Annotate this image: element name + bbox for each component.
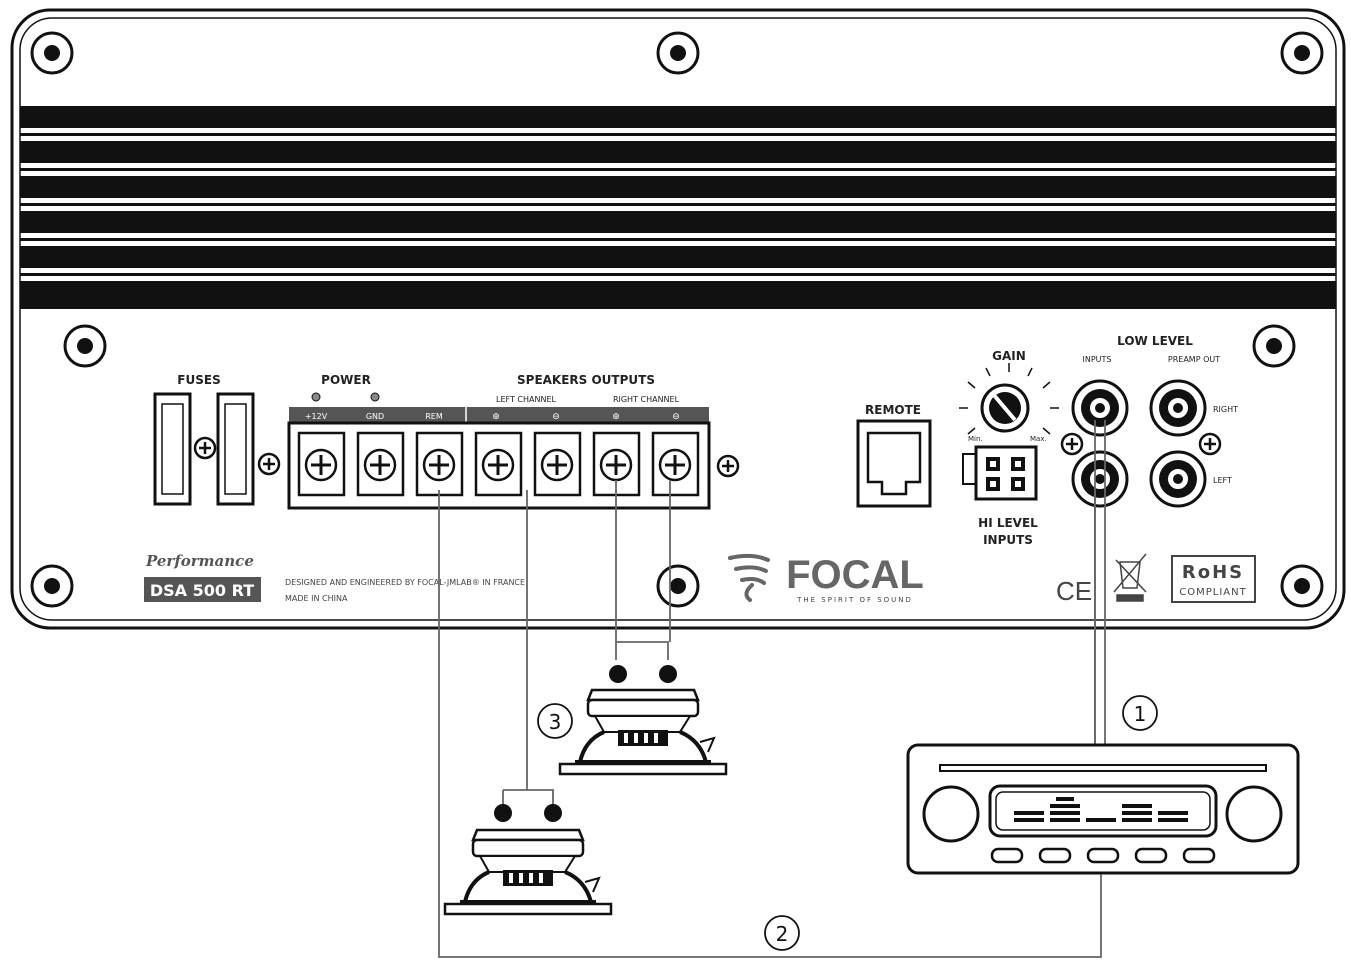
terminal-screw-rem[interactable] [422, 448, 456, 482]
screw-icon [193, 436, 217, 460]
rca-input-left[interactable] [1071, 450, 1129, 508]
right-channel-label: RIGHT CHANNEL [613, 395, 680, 404]
screw-icon [1060, 432, 1084, 456]
inputs-label: INPUTS [1083, 355, 1112, 364]
made-in-label: MADE IN CHINA [285, 594, 348, 603]
terminal-rem-label: REM [425, 412, 443, 421]
terminal-screw-left-minus[interactable] [540, 448, 574, 482]
rohs-line2: COMPLIANT [1179, 587, 1246, 598]
terminal-label-strip [289, 407, 709, 423]
head-unit-button-1[interactable] [990, 847, 1024, 864]
screw-icon [1280, 31, 1324, 75]
screw-icon [656, 31, 700, 75]
remote-port[interactable] [856, 419, 932, 508]
rca-preamp-left[interactable] [1149, 450, 1207, 508]
weee-bin-icon [1113, 553, 1147, 602]
screw-icon [257, 452, 281, 476]
wires [438, 420, 1106, 958]
heatsink-fins [20, 106, 1336, 309]
rca-preamp-right[interactable] [1149, 379, 1207, 437]
screw-icon [656, 564, 700, 608]
screw-icon [716, 454, 740, 478]
power-label: POWER [321, 373, 371, 387]
rohs-badge: RoHS COMPLIANT [1171, 555, 1256, 603]
rca-input-right[interactable] [1071, 379, 1129, 437]
tagline-label: THE SPIRIT OF SOUND [796, 596, 913, 604]
left-channel-label: LEFT CHANNEL [496, 395, 557, 404]
protect-led [370, 392, 380, 402]
speaker-left [443, 804, 613, 916]
callout-2: 2 [764, 915, 800, 951]
gain-knob-ticks [959, 363, 1059, 435]
head-unit-button-4[interactable] [1134, 847, 1168, 864]
model-label: DSA 500 RT [150, 581, 254, 600]
speaker-right [558, 665, 728, 776]
power-led [311, 392, 321, 402]
terminal-screw-right-minus[interactable] [658, 448, 692, 482]
speakers-outputs-label: SPEAKERS OUTPUTS [517, 373, 655, 387]
left-label: LEFT [1213, 476, 1232, 485]
hi-level-label-line2: INPUTS [983, 533, 1033, 547]
hi-level-connector[interactable] [962, 445, 1038, 501]
gain-min-label: Min. [968, 435, 983, 443]
left-minus-symbol: ⊖ [552, 412, 560, 422]
gain-label: GAIN [992, 349, 1026, 363]
brand-label: FOCAL [786, 553, 924, 597]
svg-text:3: 3 [549, 710, 562, 734]
remote-label: REMOTE [865, 403, 921, 417]
svg-text:2: 2 [776, 922, 789, 946]
callout-1: 1 [1122, 695, 1158, 731]
head-unit-button-2[interactable] [1038, 847, 1072, 864]
screw-icon [63, 324, 107, 368]
display-bars [1014, 797, 1188, 822]
terminal-screw-12v[interactable] [304, 448, 338, 482]
left-plus-symbol: ⊕ [492, 412, 500, 422]
ce-mark-icon: CE [1056, 576, 1092, 606]
gain-max-label: Max. [1030, 435, 1047, 443]
focal-logo-icon [728, 553, 770, 602]
preamp-out-label: PREAMP OUT [1168, 355, 1220, 364]
terminal-screw-left-plus[interactable] [481, 448, 515, 482]
gain-knob[interactable] [980, 383, 1030, 433]
model-badge [144, 577, 261, 602]
head-unit-button-3[interactable] [1086, 847, 1120, 864]
low-level-label: LOW LEVEL [1117, 334, 1193, 348]
terminal-12v-label: +12V [305, 412, 328, 421]
hi-level-label-line1: HI LEVEL [978, 516, 1038, 530]
screw-icon [1252, 324, 1296, 368]
performance-label: Performance [145, 552, 254, 570]
right-label: RIGHT [1213, 405, 1238, 414]
fuse-holder [153, 392, 255, 506]
screw-icon [1198, 432, 1222, 456]
head-unit [906, 743, 1300, 875]
head-unit-button-5[interactable] [1182, 847, 1216, 864]
fuses-label: FUSES [177, 373, 220, 387]
terminal-screw-gnd[interactable] [363, 448, 397, 482]
right-minus-symbol: ⊖ [672, 412, 680, 422]
amplifier-panel [10, 8, 1346, 630]
svg-text:1: 1 [1134, 702, 1147, 726]
designed-label: DESIGNED AND ENGINEERED BY FOCAL-JMLAB® … [285, 578, 525, 587]
rohs-line1: RoHS [1182, 562, 1244, 583]
terminal-screw-right-plus[interactable] [599, 448, 633, 482]
screw-icon [1280, 564, 1324, 608]
right-plus-symbol: ⊕ [612, 412, 620, 422]
screw-icon [30, 31, 74, 75]
terminal-gnd-label: GND [366, 412, 384, 421]
screw-icon [30, 564, 74, 608]
callout-3: 3 [537, 703, 573, 739]
